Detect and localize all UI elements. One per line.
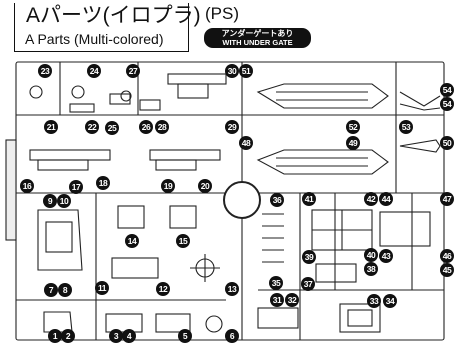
part-number-badge: 9 — [43, 194, 57, 208]
part-number-badge: 46 — [440, 249, 454, 263]
hand-part-right — [169, 205, 197, 229]
part-number-badge: 17 — [69, 180, 83, 194]
v-antenna-part — [399, 91, 441, 111]
part-number-badge: 51 — [239, 64, 253, 78]
part-number-badge: 42 — [364, 192, 378, 206]
part-number-badge: 21 — [44, 120, 58, 134]
part-number-badge: 30 — [225, 64, 239, 78]
top-gun-part — [167, 73, 227, 85]
part-number-badge: 12 — [156, 282, 170, 296]
leg-part — [37, 209, 83, 271]
part-number-badge: 41 — [302, 192, 316, 206]
sprue-tab — [5, 139, 17, 241]
part-number-badge: 38 — [364, 262, 378, 276]
hull-part-upper — [256, 83, 389, 109]
part-number-badge: 31 — [270, 293, 284, 307]
part-number-badge: 45 — [440, 263, 454, 277]
part-number-badge: 29 — [225, 120, 239, 134]
part-number-badge: 47 — [440, 192, 454, 206]
under-gate-badge: アンダーゲートあり WITH UNDER GATE — [204, 28, 311, 48]
part-number-badge: 1 — [48, 329, 62, 343]
part-number-badge: 25 — [105, 121, 119, 135]
part-number-badge: 44 — [379, 192, 393, 206]
part-number-badge: 26 — [139, 120, 153, 134]
part-number-badge: 52 — [346, 120, 360, 134]
part-number-badge: 54 — [440, 97, 454, 111]
title-japanese: Aパーツ(イロプラ) — [26, 4, 201, 27]
part-number-badge: 54 — [440, 83, 454, 97]
part-number-badge: 33 — [367, 294, 381, 308]
part-number-badge: 27 — [126, 64, 140, 78]
part-number-badge: 10 — [57, 194, 71, 208]
part-number-badge: 39 — [302, 250, 316, 264]
part-number-badge: 14 — [125, 234, 139, 248]
part-number-badge: 8 — [58, 283, 72, 297]
material-label: (PS) — [205, 4, 239, 23]
title-english: A Parts (Multi-colored) — [25, 31, 164, 47]
rifle-part-left — [29, 149, 111, 161]
part-number-badge: 3 — [109, 329, 123, 343]
part-number-badge: 18 — [96, 176, 110, 190]
gate-note-english: WITH UNDER GATE — [222, 38, 293, 47]
part-number-badge: 48 — [239, 136, 253, 150]
hull-part-lower — [256, 149, 389, 175]
part-number-badge: 40 — [364, 248, 378, 262]
part-number-badge: 2 — [61, 329, 75, 343]
finger-parts — [262, 213, 284, 263]
part-number-badge: 11 — [95, 281, 109, 295]
part-number-badge: 23 — [38, 64, 52, 78]
part-number-badge: 43 — [379, 249, 393, 263]
part-number-badge: 6 — [225, 329, 239, 343]
rifle-part-right — [149, 149, 221, 161]
sprue-ring — [223, 181, 261, 219]
part-number-badge: 5 — [178, 329, 192, 343]
part-number-badge: 13 — [225, 282, 239, 296]
part-number-badge: 35 — [269, 276, 283, 290]
part-number-badge: 4 — [122, 329, 136, 343]
gate-note-japanese: アンダーゲートあり — [221, 29, 294, 38]
blade-part — [399, 139, 441, 153]
part-number-badge: 34 — [383, 294, 397, 308]
part-number-badge: 36 — [270, 193, 284, 207]
part-number-badge: 53 — [399, 120, 413, 134]
part-number-badge: 19 — [161, 179, 175, 193]
hand-part-left — [117, 205, 145, 229]
title-box: Aパーツ(イロプラ) A Parts (Multi-colored) — [14, 3, 201, 52]
part-number-badge: 28 — [155, 120, 169, 134]
part-number-badge: 50 — [440, 136, 454, 150]
part-number-badge: 15 — [176, 234, 190, 248]
part-number-badge: 22 — [85, 120, 99, 134]
part-number-badge: 37 — [301, 277, 315, 291]
part-number-badge: 20 — [198, 179, 212, 193]
part-number-badge: 32 — [285, 293, 299, 307]
part-number-badge: 7 — [44, 283, 58, 297]
part-number-badge: 49 — [346, 136, 360, 150]
part-number-badge: 16 — [20, 179, 34, 193]
part-number-badge: 24 — [87, 64, 101, 78]
armor-part — [339, 303, 381, 333]
